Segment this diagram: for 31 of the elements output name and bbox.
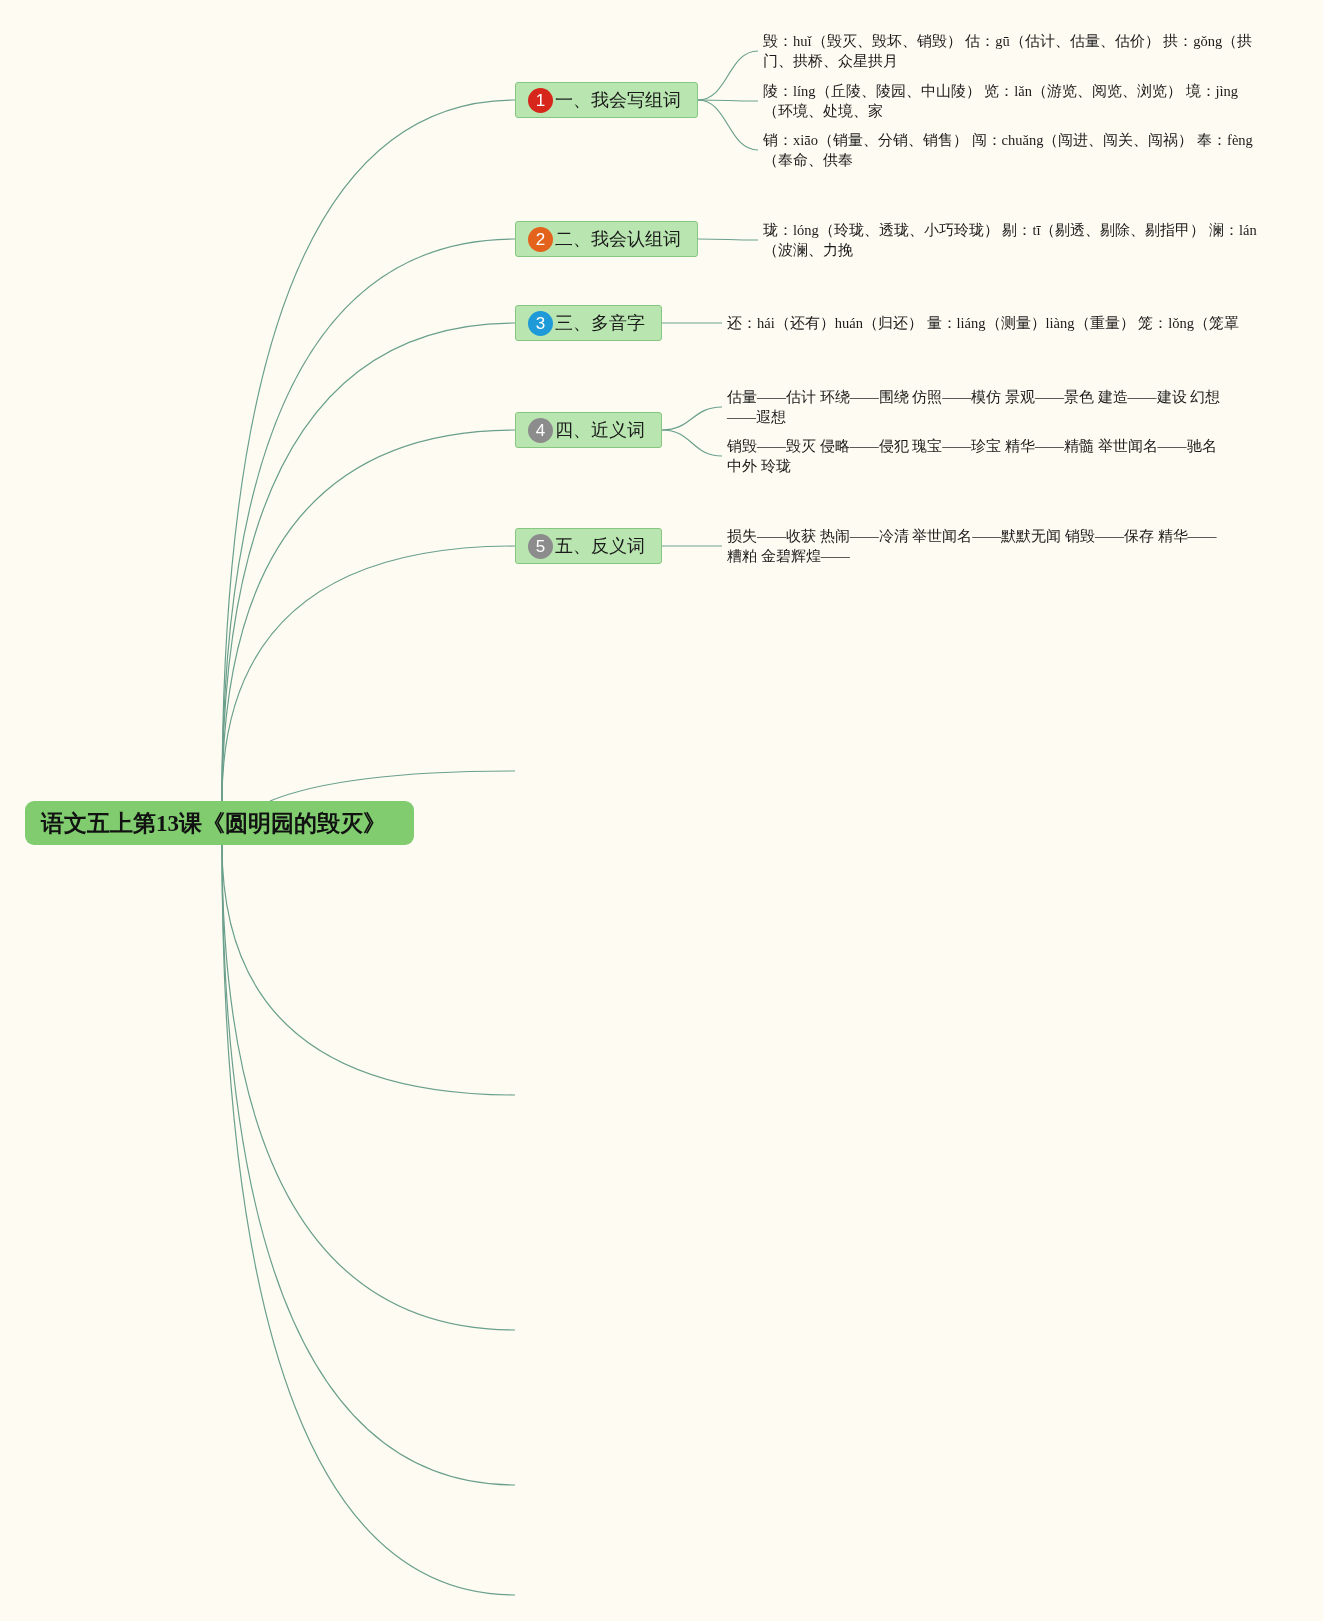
central-topic: 语文五上第13课《圆明园的毁灭》 bbox=[25, 801, 414, 845]
subtopic-text: 珑：lóng（玲珑、透珑、小巧玲珑） 剔：tī（剔透、剔除、剔指甲） 澜：lán（波澜、力挽 bbox=[763, 220, 1258, 260]
branch-line bbox=[697, 238, 759, 241]
number-marker: 1 bbox=[528, 87, 553, 113]
subtopic-text: 估量——估计 环绕——围绕 仿照——模仿 景观——景色 建造——建设 幻想——遐想 bbox=[727, 387, 1222, 427]
branch-line bbox=[661, 545, 723, 547]
subtopic-text: 销毁——毁灭 侵略——侵犯 瑰宝——珍宝 精华——精髓 举世闻名——驰名中外 玲珑 bbox=[727, 436, 1222, 476]
subtopic-text: 损失——收获 热闹——冷清 举世闻名——默默无闻 销毁——保存 精华——糟粕 金碧辉煌—— bbox=[727, 526, 1222, 566]
topic-box bbox=[515, 221, 698, 257]
subtopic-text: 还：hái（还有）huán（归还） 量：liáng（测量）liàng（重量） 笼：lǒng（笼罩 bbox=[727, 313, 1257, 333]
topic-box bbox=[515, 528, 662, 564]
branch-line bbox=[661, 322, 723, 324]
number-marker: 3 bbox=[528, 310, 553, 336]
subtopic-text: 陵：líng（丘陵、陵园、中山陵） 览：lǎn（游览、阅览、浏览） 境：jìng（环境、处境、家 bbox=[763, 81, 1258, 121]
topic-box bbox=[515, 412, 662, 448]
topic-label: 三、多音字 bbox=[555, 311, 645, 335]
topic-label: 一、我会写组词 bbox=[555, 88, 681, 112]
topic-box bbox=[515, 82, 698, 118]
number-marker: 4 bbox=[528, 417, 553, 443]
topic-label: 二、我会认组词 bbox=[555, 227, 681, 251]
topic-label: 五、反义词 bbox=[555, 534, 645, 558]
number-marker: 2 bbox=[528, 226, 553, 252]
branch-line bbox=[661, 429, 723, 457]
topic-box bbox=[515, 305, 662, 341]
number-marker: 5 bbox=[528, 533, 553, 559]
branch-line bbox=[697, 99, 759, 102]
branch-line bbox=[697, 99, 759, 151]
branch-line bbox=[269, 770, 516, 802]
topic-label: 四、近义词 bbox=[555, 418, 645, 442]
subtopic-text: 销：xiāo（销量、分销、销售） 闯：chuǎng（闯进、闯关、闯祸） 奉：fèng（奉命、供奉 bbox=[763, 130, 1258, 170]
subtopic-text: 毁：huǐ（毁灭、毁坏、销毁） 估：gū（估计、估量、估价） 拱：gǒng（拱门、拱桥、众星拱月 bbox=[763, 31, 1258, 71]
